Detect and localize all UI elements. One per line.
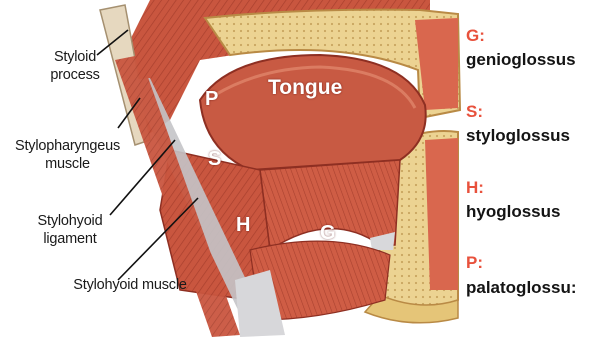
label-stylohyoid-ligament: Stylohyoid ligament [15, 212, 125, 248]
legend-name-genioglossus: genioglossus [466, 50, 576, 70]
legend-name-hyoglossus: hyoglossus [466, 202, 560, 222]
legend-letter-g: G: [466, 26, 485, 46]
legend-letter-h: H: [466, 178, 484, 198]
legend-name-palatoglossus: palatoglossu: [466, 278, 577, 298]
legend-name-styloglossus: styloglossus [466, 126, 570, 146]
label-styloid-process: Styloid process [30, 48, 120, 84]
tongue-body [200, 55, 426, 170]
label-stylohyoid-muscle: Stylohyoid muscle [45, 276, 215, 294]
legend-letter-p: P: [466, 253, 483, 273]
label-g: G [320, 222, 336, 245]
label-tongue: Tongue [268, 76, 342, 100]
label-p: P [205, 88, 218, 111]
label-stylopharyngeus-muscle: Stylopharyngeus muscle [0, 137, 135, 173]
legend-letter-s: S: [466, 102, 483, 122]
label-h: H [236, 214, 250, 237]
label-s: S [208, 148, 221, 171]
